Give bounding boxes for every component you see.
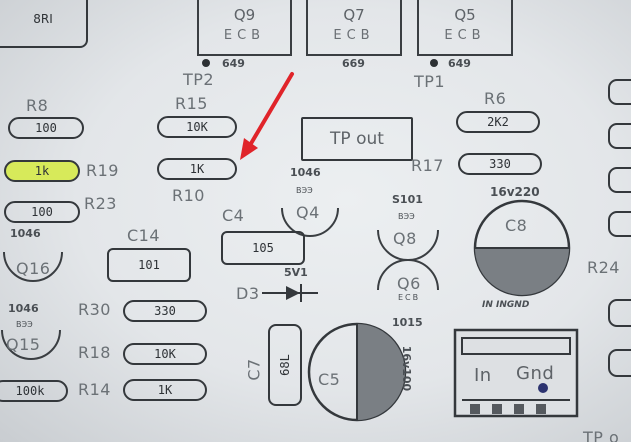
r6-resistor: 2K2: [456, 111, 540, 133]
r19-resistor: 1k: [4, 160, 80, 182]
c4-capacitor: 105: [221, 231, 305, 265]
tp1-label: TP1: [414, 72, 446, 91]
tp1-dot: [430, 59, 438, 67]
top-left-component: 8RI: [0, 0, 88, 48]
tp-out-pad: TP out: [301, 117, 413, 161]
r23-resistor: 100: [4, 201, 80, 223]
q5-transistor: Q5 ECB: [417, 0, 513, 56]
terminal-block-outline: [453, 328, 579, 418]
c7-capacitor: 68L: [268, 324, 302, 406]
r30-resistor: 330: [123, 300, 207, 322]
red-arrow-head-icon: [240, 138, 258, 160]
tp2-dot: [202, 59, 210, 67]
c5-hatch: [357, 324, 405, 420]
q7-transistor: Q7 ECB: [306, 0, 402, 56]
q4-outline: [281, 207, 339, 237]
r8-resistor: 100: [8, 117, 84, 139]
r-100k-resistor: 100k: [0, 380, 68, 402]
gnd-pad-icon: [538, 383, 548, 393]
r17-resistor: 330: [458, 153, 542, 175]
c14-capacitor: 101: [107, 248, 191, 282]
q6-outline: [377, 259, 439, 291]
red-arrow-icon: [244, 72, 294, 154]
q15-outline: [1, 329, 61, 360]
q9-transistor: Q9 ECB: [197, 0, 292, 56]
c8-hatch: [475, 248, 569, 295]
tp2-label: TP2: [183, 70, 215, 89]
r15-resistor: 10K: [157, 116, 237, 138]
q16-outline: [3, 251, 63, 282]
diode-icon: [286, 286, 300, 300]
r10-resistor: 1K: [157, 158, 237, 180]
r18-resistor: 10K: [123, 343, 207, 365]
r14-resistor: 1K: [123, 379, 207, 401]
